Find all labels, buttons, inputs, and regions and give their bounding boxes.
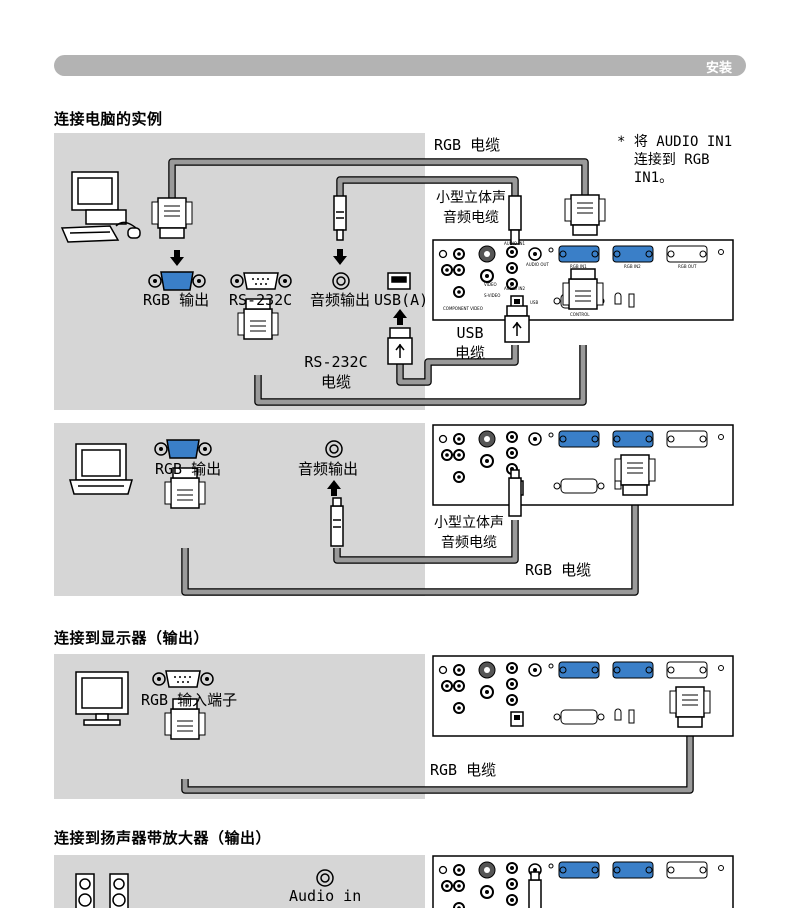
audio-plug-icon [333,195,347,241]
rgb-plug-projector-icon [564,194,606,236]
section-title-computer: 连接电脑的实例 [54,110,163,128]
projector-terminal-panel [432,424,734,506]
usb-port-label: USB [530,300,539,305]
audio-in-label: Audio in [289,887,362,905]
laptop-icon [69,443,133,495]
speaker-icon [75,873,129,908]
rgb-out-label: RGB OUT [678,264,697,269]
projector-terminal-panel [432,855,734,908]
section-header-bar: 安装 [54,55,746,76]
rgb-output-label: RGB 输出 [143,291,210,309]
usb-plug-icon [387,327,413,365]
section-title-speaker: 连接到扬声器带放大器（输出） [54,829,272,847]
rgb-port-icon [154,439,212,459]
audio-jack-icon [325,440,343,458]
audio-jack-icon [332,272,350,290]
audio-output-label: 音频输出 [298,460,359,478]
s-video-label: S-VIDEO [484,293,501,298]
rgb-output-label: RGB 输出 [155,460,222,478]
usb-plug-projector-icon [504,305,530,343]
video-label: VIDEO [484,282,497,287]
usb-a-label: USB(A) [374,291,429,309]
arrow-down-icon [170,250,184,266]
audio-plug-projector-icon [508,469,522,517]
rgb-port-icon [148,271,206,291]
rs232c-label: RS-232C [229,291,293,309]
component-video-label: COMPONENT VIDEO [443,306,483,311]
rgb-plug-icon [151,197,193,239]
rgb-cable-label: RGB 电缆 [434,136,501,154]
rgb-input-port-icon [152,670,214,688]
rs232c-cable-label: RS-232C 电缆 [304,353,368,391]
diagram3-cables [181,730,694,794]
arrow-up-icon [327,480,341,496]
audio-plug-projector-icon [508,195,522,245]
rs232c-port-icon [230,272,292,290]
stereo-cable-label: 小型立体声 音频电缆 [436,190,506,226]
usb-cable-label: USB 电缆 [454,324,485,362]
audio-note: * 将 AUDIO IN1 连接到 RGB IN1。 [617,134,733,186]
audio-out-label: AUDIO OUT [526,262,549,267]
rgb-cable-label: RGB 电缆 [430,761,497,779]
usb-port-icon [387,272,411,290]
rgb-cable-label: RGB 电缆 [525,561,592,579]
audio-plug-projector-icon [528,871,542,908]
stereo-cable-label: 小型立体声 音频电缆 [434,515,504,551]
audio-jack-icon [316,869,334,887]
rgb-input-label: RGB 输入端子 [141,691,238,709]
arrow-down-icon [333,249,347,265]
monitor-icon [75,671,129,726]
audio-output-label: 音频输出 [310,291,371,309]
desktop-computer-icon [60,171,141,243]
audio-in2-label: AUDIO IN2 [504,286,526,291]
audio-plug-icon [330,497,344,547]
section-header-label: 安装 [705,61,732,76]
arrow-up-icon [393,309,407,325]
audio-in1-label: AUDIO IN1 [504,241,526,246]
rgb-in2-label: RGB IN2 [624,264,641,269]
section-title-monitor: 连接到显示器（输出） [54,629,210,647]
diagram2-cables [181,500,639,596]
control-port-label: CONTROL [570,312,590,317]
rgb-in1-label: RGB IN1 [570,264,587,269]
